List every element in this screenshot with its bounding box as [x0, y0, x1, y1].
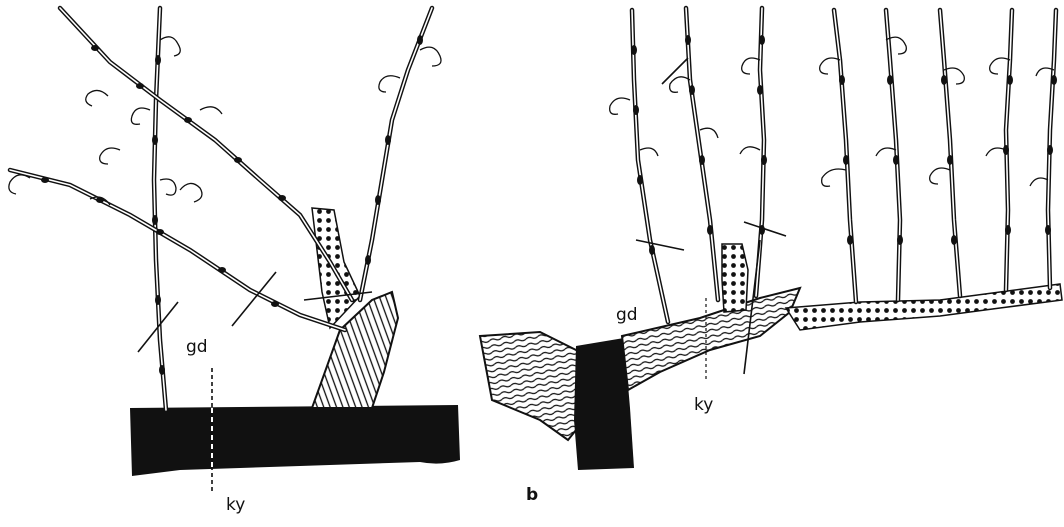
panel-b-old-trunk	[480, 332, 584, 440]
panel-b-arm	[622, 288, 800, 390]
panel-a-tendrils	[9, 37, 441, 205]
panel-a-label-gd: gd	[186, 337, 208, 357]
panel-b-removed-spur	[722, 244, 748, 312]
panel-a-cane-vertical	[154, 8, 166, 410]
panel-a-label-ky: ky	[226, 495, 245, 515]
panel-b-letter: b	[526, 485, 538, 505]
panel-b-label-gd: gd	[616, 305, 638, 325]
panel-a-cane-long	[60, 8, 352, 300]
panel-a-old-spur	[312, 292, 398, 408]
panel-a-cordon	[130, 405, 460, 476]
panel-a-cane-right	[360, 8, 432, 300]
panel-a-cane-lower	[10, 170, 345, 330]
panel-b: gd ky b	[480, 8, 1062, 505]
panel-b-tendrils	[610, 37, 1054, 186]
panel-b-cordon-extension	[786, 284, 1062, 330]
panel-b-label-ky: ky	[694, 395, 713, 415]
panel-a: gd ky	[9, 8, 460, 515]
panel-b-canes	[632, 8, 1056, 322]
